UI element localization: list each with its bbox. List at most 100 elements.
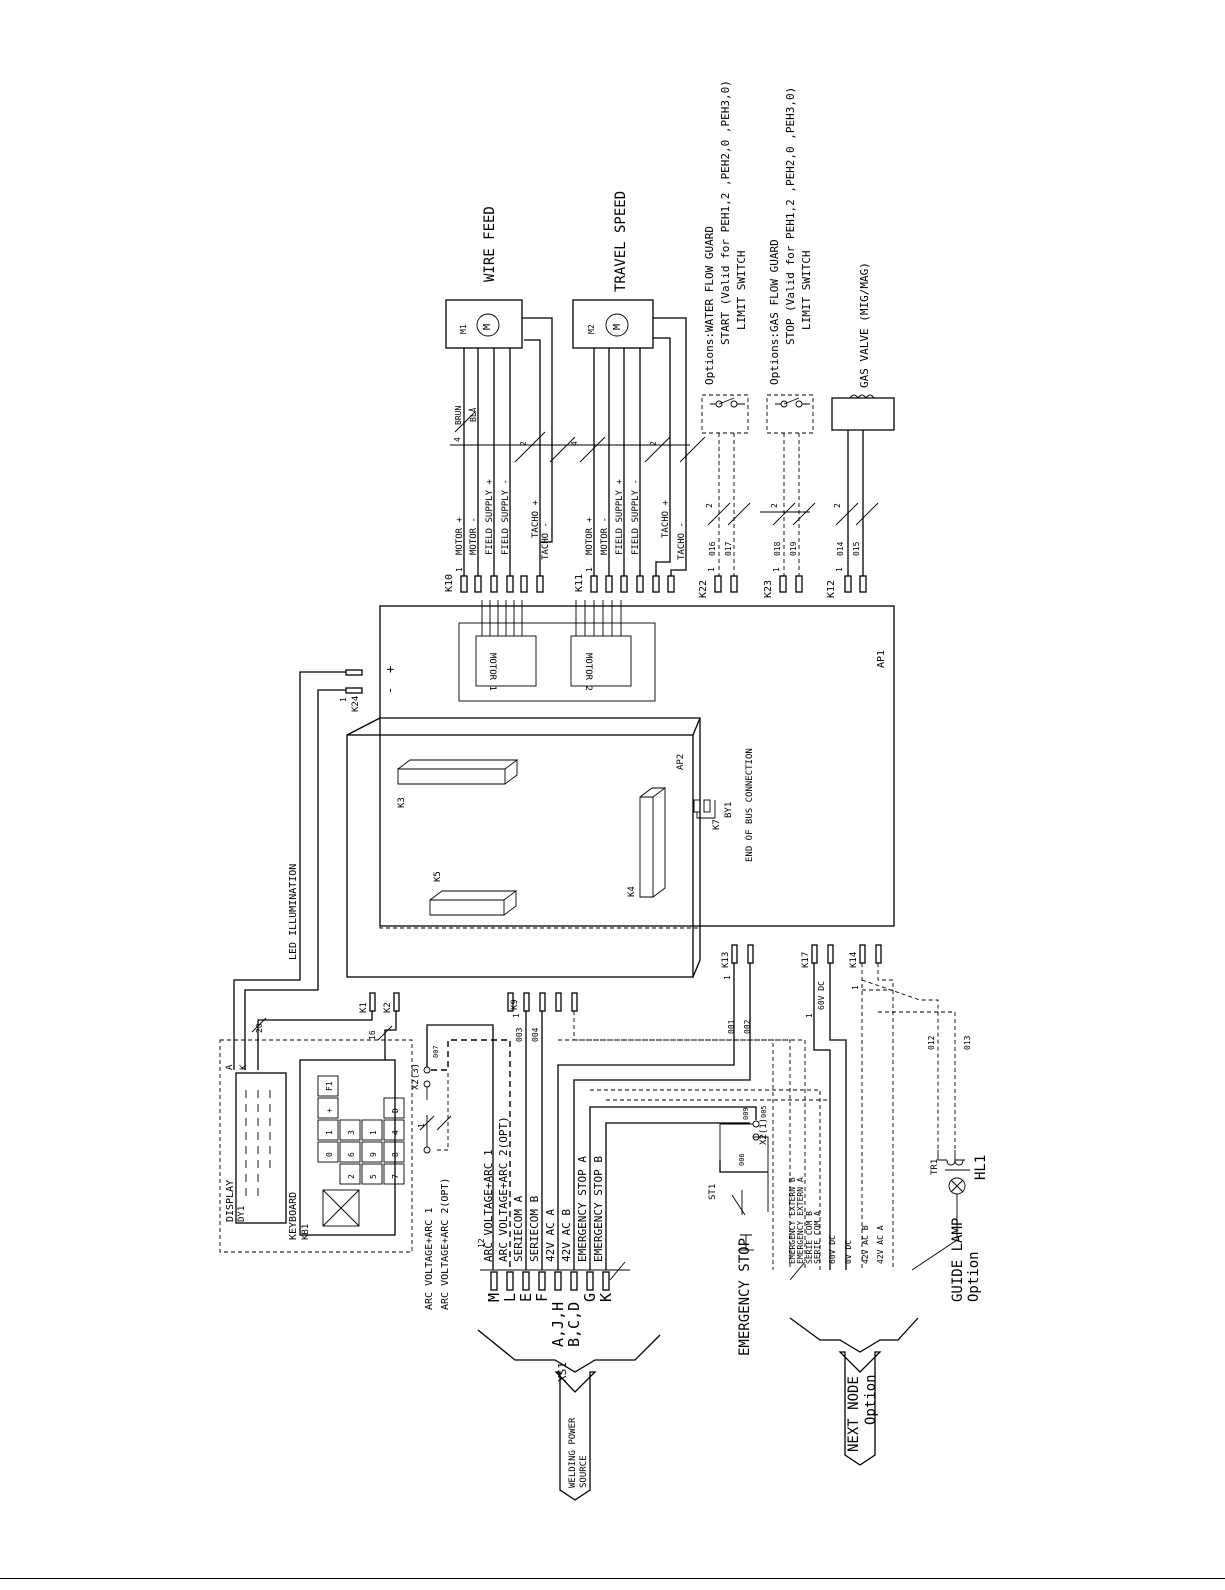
- next-node-wire-label: SERIE COM B: [805, 1211, 814, 1264]
- wire-006: 006: [738, 1153, 746, 1166]
- num-16: 16: [368, 1030, 377, 1040]
- m2-wiring: 4 2: [570, 317, 706, 592]
- k9-wire-label: SERIECOM B: [528, 1195, 541, 1262]
- k-label: K: [239, 1064, 249, 1070]
- k10-wire-label: FIELD SUPPLY -: [501, 479, 511, 555]
- keypad-key[interactable]: [317, 1141, 339, 1163]
- wire-feed-label: WIRE FEED: [482, 206, 498, 282]
- x2-3-num-1: 1: [417, 1123, 426, 1128]
- m1-label: M1: [459, 324, 468, 334]
- next-node-wire-label: 0V DC: [844, 1240, 853, 1264]
- x2-1-label: X2(1): [759, 1118, 769, 1145]
- gas-guard-valid: STOP (Valid for PEH1,2 ,PEH2,0 ,PEH3,0): [784, 87, 797, 345]
- xs1-pin: [506, 1271, 514, 1291]
- k10-wire-label: TACHO -: [541, 522, 551, 560]
- k11-wire-label: MOTOR -: [600, 517, 610, 555]
- keypad-key-label: 3: [347, 1130, 356, 1135]
- keypad-key[interactable]: [383, 1141, 405, 1163]
- k11-wire-label: FIELD SUPPLY +: [615, 479, 625, 555]
- k2-label: K2: [383, 1002, 393, 1013]
- k11-wire-label: FIELD SUPPLY -: [631, 479, 641, 555]
- wg-num-2: 2: [705, 503, 714, 508]
- xs1-pin-label: M: [485, 1293, 503, 1302]
- gas-valve-label: GAS VALVE (MIG/MAG): [858, 262, 871, 388]
- wire-014: 014: [836, 541, 845, 556]
- keypad-key[interactable]: [383, 1163, 405, 1185]
- keypad-key-label: 1: [369, 1130, 378, 1135]
- k17-k14-connectors: K17 K14 60V DC 1 1 012 013: [801, 944, 972, 1270]
- emergency-stop-label: EMERGENCY STOP: [737, 1238, 753, 1356]
- keypad-key[interactable]: [339, 1163, 361, 1185]
- keypad-key[interactable]: [339, 1119, 361, 1141]
- xs1-pin: [538, 1271, 546, 1291]
- x2-3-switch: X2(3) 1 007 ARC VOLTAGE+ARC 1 ARC VOLTAG…: [411, 1024, 511, 1310]
- keypad-key[interactable]: [361, 1163, 383, 1185]
- next-node-wire-label: 42V AC A: [876, 1225, 885, 1264]
- k24-pin-1: 1: [339, 697, 348, 702]
- k9-wire-label: EMERGENCY STOP B: [592, 1156, 605, 1262]
- wire-013: 013: [963, 1035, 972, 1050]
- xs1-pin: [586, 1271, 594, 1291]
- k1-k2-connectors: K1 K2 20 16: [251, 992, 400, 1070]
- k10-wire-label: MOTOR -: [469, 517, 479, 555]
- motor1-label: MOTOR 1: [487, 653, 497, 691]
- k10-pin: [474, 575, 482, 593]
- k10-wire-label: MOTOR +: [455, 516, 465, 555]
- keypad-key[interactable]: [383, 1097, 405, 1119]
- k11-label: K11: [574, 574, 585, 592]
- k13-pin-1: 1: [723, 975, 732, 980]
- k9-pin-1: 1: [512, 1013, 521, 1018]
- k10-pin: [536, 575, 544, 593]
- keypad-key[interactable]: [361, 1119, 383, 1141]
- k5-label: K5: [433, 871, 443, 882]
- wire-009: 009: [742, 1107, 750, 1120]
- wire-001: 001: [727, 1019, 736, 1034]
- water-guard-limit: LIMIT SWITCH: [735, 251, 748, 330]
- ap1-label: AP1: [876, 650, 887, 668]
- next-node-wire-label: 42V AC B: [861, 1225, 870, 1264]
- xs1-pin-label: K: [597, 1293, 615, 1302]
- next-node-wire-label: EMERGENCY EXTERN A: [796, 1177, 805, 1264]
- keypad-key[interactable]: [317, 1097, 339, 1119]
- keypad-key-label: D: [391, 1108, 400, 1113]
- m1-num-4: 4: [453, 437, 462, 442]
- m2-num-2: 2: [649, 441, 658, 446]
- next-node-wire-label: 60V DC: [828, 1235, 837, 1264]
- k10-connector: [460, 575, 544, 593]
- k10-pin: [506, 575, 514, 593]
- k22-label: K22: [698, 580, 709, 598]
- keypad-key[interactable]: [383, 1119, 405, 1141]
- wire-017: 017: [724, 541, 733, 556]
- k9-wire-label: 42V AC B: [560, 1209, 573, 1262]
- k23-pin-1: 1: [772, 567, 781, 572]
- keypad-key-label: 5: [369, 1174, 378, 1179]
- emergency-stop: X2(1) 005 006 009 ST1 EMERGENCY STOP: [589, 1105, 769, 1356]
- welding-power-label-1: WELDING POWER: [568, 1417, 578, 1488]
- wire-002: 002: [743, 1019, 752, 1034]
- by1-label: BY1: [724, 802, 734, 818]
- display-label: DISPLAY: [225, 1180, 236, 1222]
- keypad-key-label: 2: [347, 1174, 356, 1179]
- keypad-key-label: 7: [391, 1174, 400, 1179]
- k11-wire-label: TACHO -: [677, 522, 687, 560]
- k10-label: K10: [444, 574, 455, 592]
- ap1-board: AP1 MOTOR 1 MOTOR 2 - +: [379, 600, 895, 927]
- keypad-key[interactable]: [339, 1141, 361, 1163]
- keypad-key-label: +: [325, 1108, 334, 1113]
- k24-label: K24: [351, 696, 361, 712]
- hl1-label: HL1: [973, 1155, 989, 1180]
- keypad-key-label: 1: [325, 1130, 334, 1135]
- ap2-label: AP2: [676, 754, 686, 770]
- keypad-key[interactable]: [317, 1119, 339, 1141]
- k23-label: K23: [763, 580, 774, 598]
- k10-pin: [490, 575, 498, 593]
- keypad-key[interactable]: [361, 1141, 383, 1163]
- k10-wire-labels: MOTOR +MOTOR -FIELD SUPPLY +FIELD SUPPLY…: [455, 479, 551, 560]
- keypad-key[interactable]: [317, 1075, 339, 1097]
- xs1-pin-label: E: [517, 1293, 535, 1302]
- k3-label: K3: [397, 797, 407, 808]
